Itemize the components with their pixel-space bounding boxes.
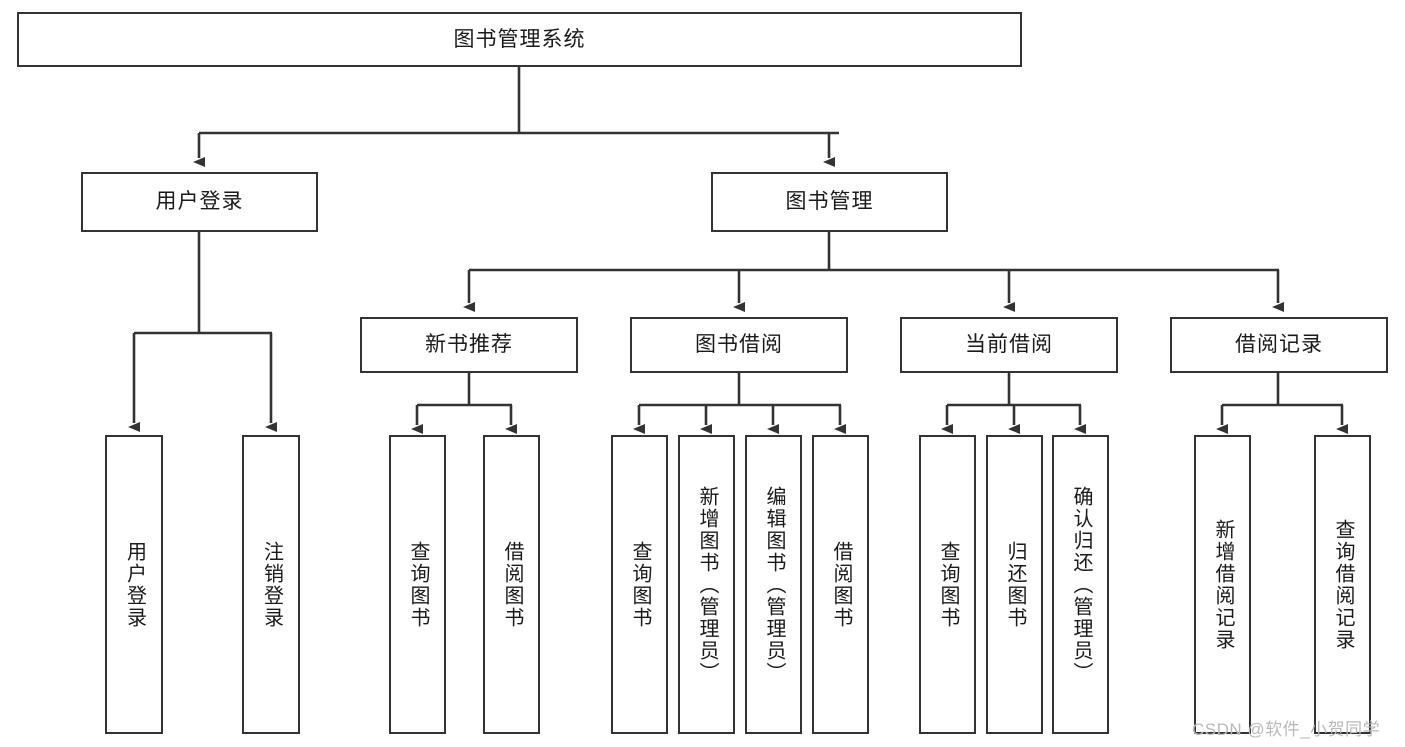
leaf-borrow-book-4-label: 借阅图书	[830, 540, 852, 629]
leaf-user-login-2-label: 注销登录	[260, 540, 283, 629]
leaf-user-login-1-label: 用户登录	[123, 540, 146, 629]
leaf-new-book-1[interactable]: 查询图书	[389, 435, 446, 734]
leaf-user-login-2[interactable]: 注销登录	[242, 435, 300, 734]
leaf-borrow-record-2[interactable]: 查询借阅记录	[1314, 435, 1371, 734]
node-root[interactable]: 图书管理系统	[17, 12, 1022, 67]
leaf-borrow-book-3[interactable]: 编辑图书（管理员）	[745, 435, 802, 734]
leaf-borrow-record-1-label: 新增借阅记录	[1212, 518, 1234, 651]
leaf-current-borrow-3[interactable]: 确认归还（管理员）	[1052, 435, 1109, 734]
csdn-watermark: CSDN @软件_小贺同学	[1192, 720, 1381, 739]
node-current-borrow-label: 当前借阅	[965, 333, 1053, 357]
leaf-current-borrow-2[interactable]: 归还图书	[986, 435, 1043, 734]
node-new-book-recommend-label: 新书推荐	[425, 333, 513, 357]
leaf-current-borrow-2-label: 归还图书	[1004, 540, 1026, 629]
leaf-new-book-2-label: 借阅图书	[501, 540, 523, 629]
leaf-new-book-1-label: 查询图书	[407, 540, 429, 629]
leaf-borrow-book-1-label: 查询图书	[629, 540, 651, 629]
node-new-book-recommend[interactable]: 新书推荐	[360, 317, 578, 373]
leaf-current-borrow-3-label: 确认归还（管理员）	[1070, 485, 1092, 684]
leaf-borrow-book-3-label: 编辑图书（管理员）	[763, 485, 785, 684]
leaf-borrow-book-2[interactable]: 新增图书（管理员）	[678, 435, 735, 734]
node-book-borrow-label: 图书借阅	[695, 333, 783, 357]
node-user-login-label: 用户登录	[155, 190, 244, 214]
node-borrow-record[interactable]: 借阅记录	[1170, 317, 1388, 373]
leaf-new-book-2[interactable]: 借阅图书	[483, 435, 540, 734]
node-borrow-record-label: 借阅记录	[1235, 333, 1323, 357]
leaf-borrow-record-2-label: 查询借阅记录	[1332, 518, 1354, 651]
node-current-borrow[interactable]: 当前借阅	[900, 317, 1118, 373]
node-root-label: 图书管理系统	[453, 27, 586, 51]
node-user-login[interactable]: 用户登录	[81, 172, 318, 232]
leaf-borrow-book-4[interactable]: 借阅图书	[812, 435, 869, 734]
leaf-borrow-book-2-label: 新增图书（管理员）	[696, 485, 718, 684]
leaf-borrow-record-1[interactable]: 新增借阅记录	[1194, 435, 1251, 734]
node-book-borrow[interactable]: 图书借阅	[630, 317, 848, 373]
leaf-current-borrow-1-label: 查询图书	[937, 540, 959, 629]
node-book-management[interactable]: 图书管理	[711, 172, 948, 232]
leaf-user-login-1[interactable]: 用户登录	[105, 435, 163, 734]
leaf-current-borrow-1[interactable]: 查询图书	[919, 435, 976, 734]
leaf-borrow-book-1[interactable]: 查询图书	[611, 435, 668, 734]
node-book-management-label: 图书管理	[785, 190, 874, 214]
